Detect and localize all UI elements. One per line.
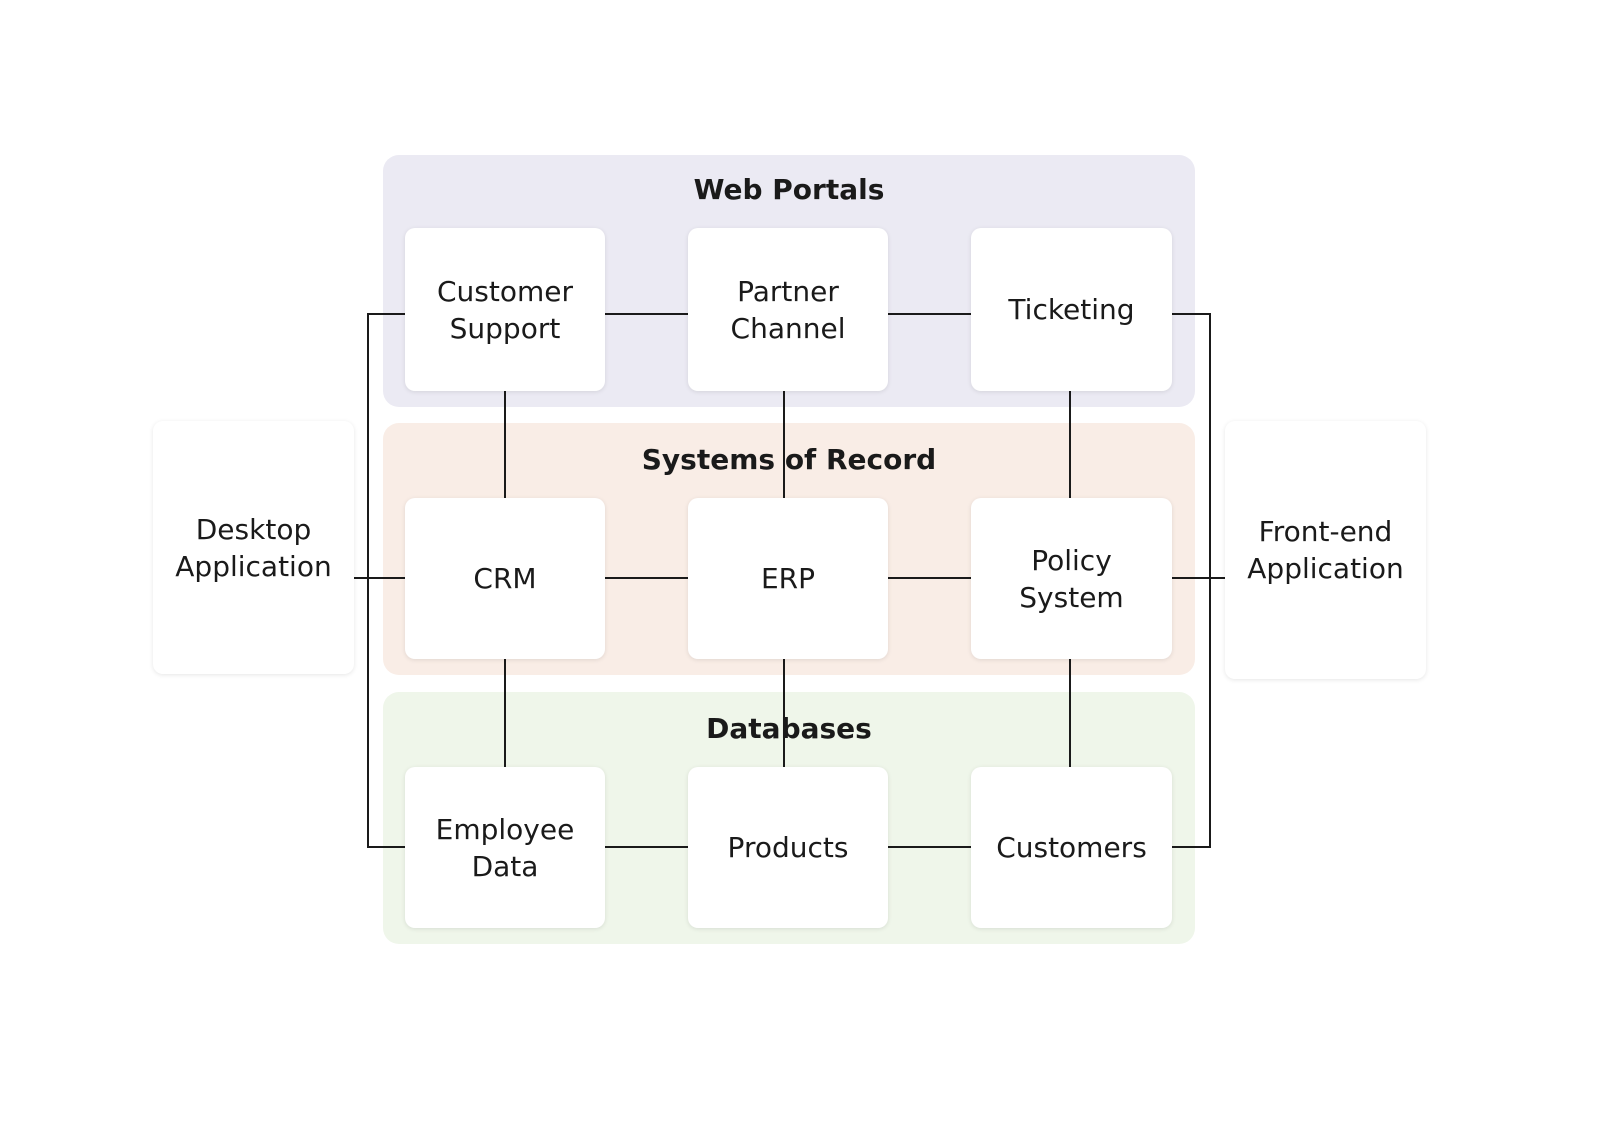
group-title-web-portals: Web Portals	[693, 173, 885, 206]
node-desktop-application[interactable]: Desktop Application	[153, 421, 354, 674]
node-ticketing[interactable]: Ticketing	[971, 228, 1172, 391]
node-partner-channel[interactable]: Partner Channel	[688, 228, 888, 391]
node-customer-support[interactable]: Customer Support	[405, 228, 605, 391]
node-erp[interactable]: ERP	[688, 498, 888, 659]
node-employee-data[interactable]: Employee Data	[405, 767, 605, 928]
node-products[interactable]: Products	[688, 767, 888, 928]
node-crm[interactable]: CRM	[405, 498, 605, 659]
connector-desktop-bus	[367, 313, 405, 848]
group-title-systems-of-record: Systems of Record	[641, 443, 937, 476]
group-title-databases: Databases	[706, 712, 872, 745]
node-policy-system[interactable]: Policy System	[971, 498, 1172, 659]
node-frontend-application[interactable]: Front-end Application	[1225, 421, 1426, 679]
connector-frontend-bus	[1172, 313, 1211, 848]
node-customers[interactable]: Customers	[971, 767, 1172, 928]
